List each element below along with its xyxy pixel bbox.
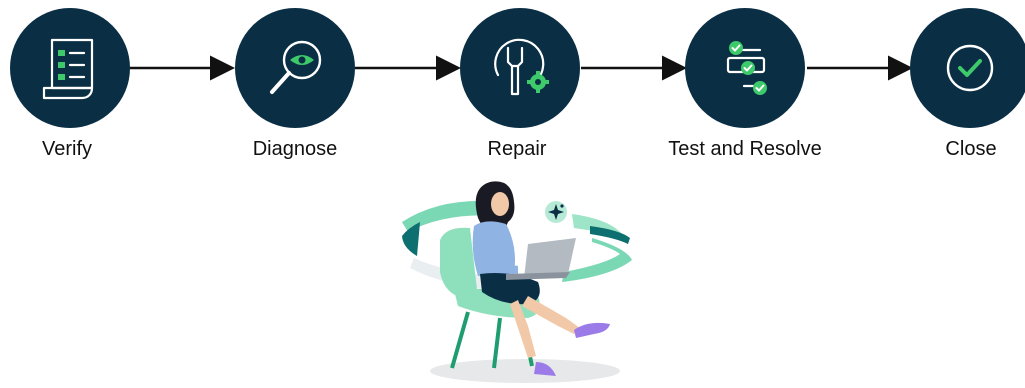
step-label-close: Close: [945, 138, 997, 160]
checklist-document-icon: [42, 38, 94, 100]
step-test-resolve-node: [685, 8, 805, 128]
step-label-diagnose: Diagnose: [252, 138, 338, 160]
magnifier-eye-icon: [270, 40, 322, 94]
woman-on-chair-with-laptop-illustration: [402, 181, 632, 383]
step-diagnose-node: [235, 8, 355, 128]
step-repair-node: [460, 8, 580, 128]
step-label-repair: Repair: [487, 138, 547, 160]
step-close-node: [910, 8, 1025, 128]
step-verify-node: [10, 8, 130, 128]
checked-steps-icon: [726, 41, 767, 95]
step-label-verify: Verify: [41, 138, 93, 160]
check-circle-icon: [946, 44, 994, 92]
wrench-gear-icon: [494, 38, 549, 96]
step-label-test-and-resolve: Test and Resolve: [668, 138, 822, 160]
